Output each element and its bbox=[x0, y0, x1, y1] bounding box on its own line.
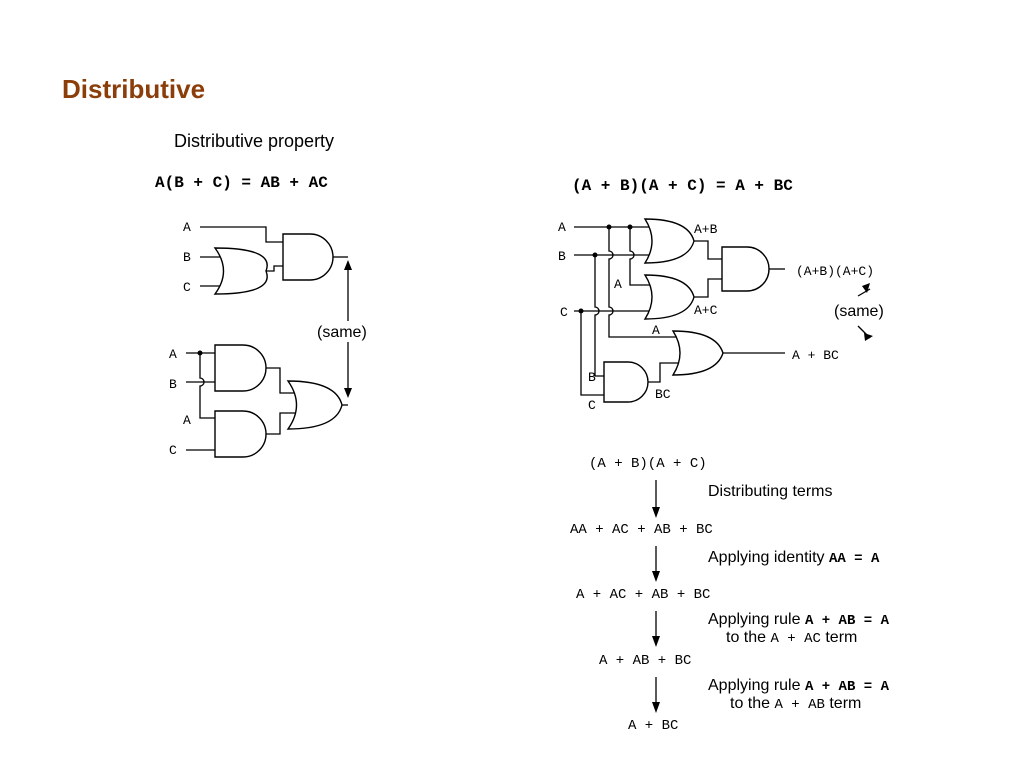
derivation-note-line2: to the A + AC term bbox=[726, 629, 858, 647]
right-equation: (A + B)(A + C) = A + BC bbox=[572, 177, 793, 195]
arrowhead bbox=[652, 507, 660, 518]
or-gate-a-plus-c bbox=[643, 274, 695, 320]
wire bbox=[608, 227, 680, 338]
derivation-note: Applying rule A + AB = A bbox=[708, 677, 889, 695]
label-top-c: C bbox=[183, 280, 191, 295]
wire bbox=[199, 353, 215, 419]
and-gate bbox=[214, 344, 267, 392]
wire bbox=[266, 367, 295, 394]
derivation-step: A + BC bbox=[628, 718, 679, 734]
right-same-label: (same) bbox=[834, 303, 884, 320]
arrowhead bbox=[344, 388, 352, 398]
label-bc: BC bbox=[655, 387, 671, 402]
derivation-note: Distributing terms bbox=[708, 483, 833, 500]
and-gate-bc bbox=[603, 361, 649, 403]
wire bbox=[629, 227, 650, 286]
label-bot-a2: A bbox=[183, 413, 191, 428]
derivation-step: A + AC + AB + BC bbox=[576, 587, 711, 603]
left-heading: Distributive property bbox=[174, 131, 335, 151]
wire bbox=[266, 412, 295, 435]
note-code: AA = A bbox=[828, 551, 880, 567]
label-top-a: A bbox=[183, 220, 191, 235]
label-a2: A bbox=[614, 277, 622, 292]
label-b2: B bbox=[588, 370, 596, 385]
wire bbox=[580, 311, 604, 396]
label-product: (A+B)(A+C) bbox=[796, 264, 874, 279]
label-b: B bbox=[558, 249, 566, 264]
arrowhead bbox=[344, 260, 352, 270]
arrowhead bbox=[652, 702, 660, 713]
derivation-note: Applying identity AA = A bbox=[708, 549, 880, 567]
label-result: A + BC bbox=[792, 348, 839, 363]
or-gate-a-plus-b bbox=[643, 218, 695, 264]
label-bot-a1: A bbox=[169, 347, 177, 362]
derivation-step: (A + B)(A + C) bbox=[589, 456, 707, 472]
derivation-step: AA + AC + AB + BC bbox=[570, 522, 713, 538]
arrowhead bbox=[652, 571, 660, 582]
wire bbox=[694, 240, 722, 260]
wire bbox=[594, 255, 604, 377]
wire bbox=[694, 278, 722, 298]
or-gate-final bbox=[671, 330, 724, 376]
arrowhead bbox=[864, 333, 873, 341]
arrowhead bbox=[652, 636, 660, 647]
and-gate-product bbox=[721, 246, 770, 292]
label-a-plus-b: A+B bbox=[694, 222, 718, 237]
label-bot-c: C bbox=[169, 443, 177, 458]
derivation-note: Applying rule A + AB = A bbox=[708, 611, 889, 629]
label-c: C bbox=[560, 305, 568, 320]
note-code: A + AB = A bbox=[804, 679, 889, 695]
wire bbox=[200, 226, 283, 243]
label-c2: C bbox=[588, 398, 596, 413]
wire bbox=[266, 265, 283, 272]
and-gate bbox=[282, 233, 334, 281]
label-a-plus-c: A+C bbox=[694, 303, 718, 318]
arrow-line bbox=[857, 288, 871, 297]
and-gate bbox=[214, 410, 267, 458]
derivation-step: A + AB + BC bbox=[599, 653, 692, 669]
left-same-label: (same) bbox=[317, 324, 367, 341]
or-gate bbox=[213, 247, 268, 295]
label-top-b: B bbox=[183, 250, 191, 265]
note-code: A + AB = A bbox=[804, 613, 889, 629]
arrowhead bbox=[862, 283, 870, 293]
or-gate bbox=[286, 380, 343, 430]
slide-title: Distributive bbox=[62, 74, 206, 104]
label-a3: A bbox=[652, 323, 660, 338]
wire bbox=[648, 362, 680, 383]
label-bot-b: B bbox=[169, 377, 177, 392]
label-a: A bbox=[558, 220, 566, 235]
derivation-note-line2: to the A + AB term bbox=[730, 695, 862, 713]
left-equation: A(B + C) = AB + AC bbox=[155, 174, 328, 192]
